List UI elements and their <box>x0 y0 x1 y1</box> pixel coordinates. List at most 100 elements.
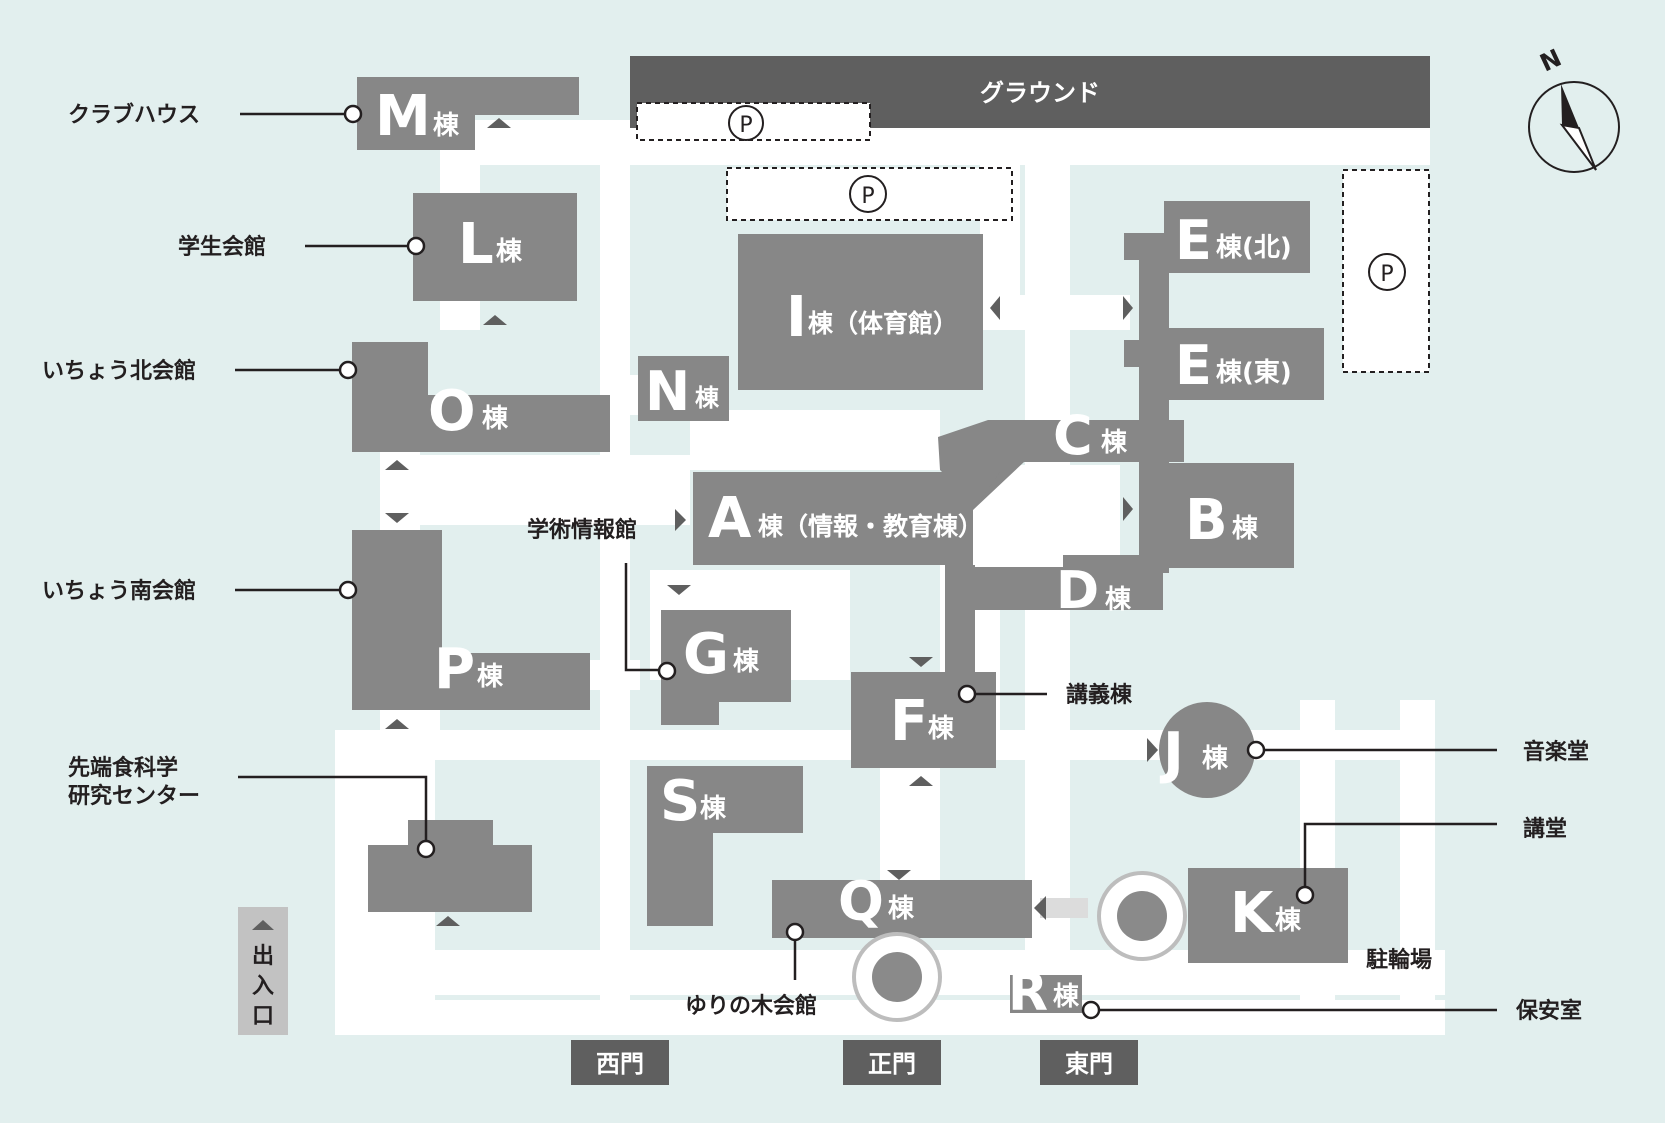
building-e-east-letter: E <box>1175 334 1212 397</box>
callout-icho-north-text: いちょう北会館 <box>42 358 196 384</box>
building-g-letter: G <box>683 622 729 687</box>
building-f-letter: F <box>890 689 928 754</box>
callout-music-hall-text: 音楽堂 <box>1523 739 1589 765</box>
callout-student-hall: 学生会館 <box>178 234 426 260</box>
callout-yurinoki-text: ゆりの木会館 <box>685 993 817 1019</box>
building-p-suffix: 棟 <box>477 662 504 692</box>
building-m[interactable]: M 棟 <box>357 77 579 150</box>
building-l-suffix: 棟 <box>496 237 523 267</box>
building-m-letter: M <box>375 84 431 149</box>
callout-yurinoki: ゆりの木会館 <box>685 922 817 1019</box>
entrance-sign: 出 入 口 <box>238 907 288 1035</box>
gate-west[interactable]: 西門 <box>571 1040 669 1085</box>
building-o[interactable]: O 棟 <box>352 342 610 452</box>
building-a-suffix: 棟（情報・教育棟） <box>758 512 983 541</box>
building-s[interactable]: S 棟 <box>647 766 803 926</box>
building-o-suffix: 棟 <box>482 404 509 434</box>
gate-west-label: 西門 <box>596 1050 644 1078</box>
building-j-letter: J <box>1159 721 1184 786</box>
building-q-letter: Q <box>838 870 884 933</box>
gate-east-label: 東門 <box>1065 1050 1113 1078</box>
compass-icon: N <box>1528 44 1620 173</box>
callout-bicycle-text: 駐輪場 <box>1366 947 1432 973</box>
callout-icho-south: いちょう南会館 <box>42 578 358 604</box>
callout-lecture: 講義棟 <box>957 682 1133 708</box>
building-n[interactable]: N 棟 <box>638 356 729 423</box>
callout-clubhouse-text: クラブハウス <box>68 102 200 128</box>
building-e-east-suffix: 棟(東) <box>1216 358 1292 388</box>
building-m-suffix: 棟 <box>433 111 460 141</box>
building-g-suffix: 棟 <box>733 647 760 677</box>
building-b-suffix: 棟 <box>1232 514 1259 544</box>
building-e-north-suffix: 棟(北) <box>1216 233 1292 263</box>
roundabout-east <box>1097 871 1187 961</box>
building-q-suffix: 棟 <box>888 894 915 924</box>
building-s-suffix: 棟 <box>700 794 727 824</box>
building-b-letter: B <box>1185 488 1228 553</box>
callout-security: 保安室 <box>1081 998 1582 1024</box>
building-i-letter: I <box>786 285 807 350</box>
building-i-suffix: 棟（体育館） <box>808 309 958 338</box>
gate-east[interactable]: 東門 <box>1040 1040 1138 1085</box>
building-q[interactable]: Q 棟 <box>772 870 1032 938</box>
building-c-letter: C <box>1053 404 1093 467</box>
callout-lecture-text: 講義棟 <box>1066 682 1133 708</box>
callout-auditorium-text: 講堂 <box>1523 816 1567 842</box>
building-l[interactable]: L 棟 <box>413 193 577 301</box>
building-k-suffix: 棟 <box>1275 906 1302 936</box>
building-k-letter: K <box>1230 881 1276 946</box>
callout-food-science-text-2: 研究センター <box>68 783 200 809</box>
building-j-music-hall[interactable]: J 棟 <box>1159 702 1255 798</box>
building-o-letter: O <box>428 379 476 444</box>
building-d-suffix: 棟 <box>1105 585 1132 615</box>
gate-main[interactable]: 正門 <box>843 1040 941 1085</box>
callout-bicycle: 駐輪場 <box>1366 947 1432 973</box>
parking-symbol-3: P <box>1380 262 1393 287</box>
building-n-suffix: 棟 <box>695 384 720 412</box>
building-j-suffix: 棟 <box>1202 744 1229 774</box>
building-r-letter: R <box>1008 963 1048 1023</box>
building-r[interactable]: R 棟 <box>1008 963 1082 1023</box>
building-p[interactable]: P 棟 <box>352 530 590 710</box>
parking-lots: P P P <box>636 102 1430 373</box>
building-b[interactable]: B 棟 <box>1139 463 1294 568</box>
building-n-letter: N <box>645 360 690 423</box>
building-e-north-letter: E <box>1175 209 1212 272</box>
entrance-label-2: 入 <box>252 974 274 999</box>
building-e-north[interactable]: E 棟(北) <box>1124 201 1310 273</box>
building-f-suffix: 棟 <box>928 714 955 744</box>
parking-symbol-2: P <box>861 184 874 209</box>
entrance-label-1: 出 <box>252 944 274 969</box>
callout-music-hall: 音楽堂 <box>1246 739 1589 765</box>
building-r-suffix: 棟 <box>1053 982 1080 1012</box>
building-i-gymnasium[interactable]: I 棟（体育館） <box>738 234 983 390</box>
crosswalk <box>1040 898 1088 918</box>
callout-food-science-text-1: 先端食科学 <box>68 755 178 781</box>
building-g[interactable]: G 棟 <box>661 610 791 725</box>
callout-info-library: 学術情報館 <box>527 517 677 681</box>
ground-label: グラウンド <box>980 79 1100 107</box>
callout-icho-south-text: いちょう南会館 <box>42 578 196 604</box>
building-l-letter: L <box>458 212 494 277</box>
building-p-letter: P <box>434 637 475 702</box>
entrance-arrows <box>385 118 1158 926</box>
compass-north-label: N <box>1536 44 1566 78</box>
building-k[interactable]: K 棟 <box>1188 868 1348 963</box>
entrance-label-3: 口 <box>252 1004 274 1029</box>
gate-main-label: 正門 <box>868 1050 916 1078</box>
building-c-suffix: 棟 <box>1101 428 1128 458</box>
callout-student-hall-text: 学生会館 <box>178 234 266 260</box>
parking-symbol-1: P <box>739 113 752 138</box>
building-s-letter: S <box>660 769 700 834</box>
building-c[interactable]: C 棟 <box>938 404 1184 510</box>
callout-info-library-text: 学術情報館 <box>527 517 637 543</box>
building-f[interactable]: F 棟 <box>851 672 996 768</box>
building-d[interactable]: D 棟 <box>945 555 1163 680</box>
building-a[interactable]: A 棟（情報・教育棟） <box>693 472 1000 565</box>
building-a-letter: A <box>708 486 752 551</box>
callout-security-text: 保安室 <box>1515 998 1582 1024</box>
callout-food-science: 先端食科学 研究センター <box>68 755 436 859</box>
roundabout-main <box>852 932 942 1022</box>
